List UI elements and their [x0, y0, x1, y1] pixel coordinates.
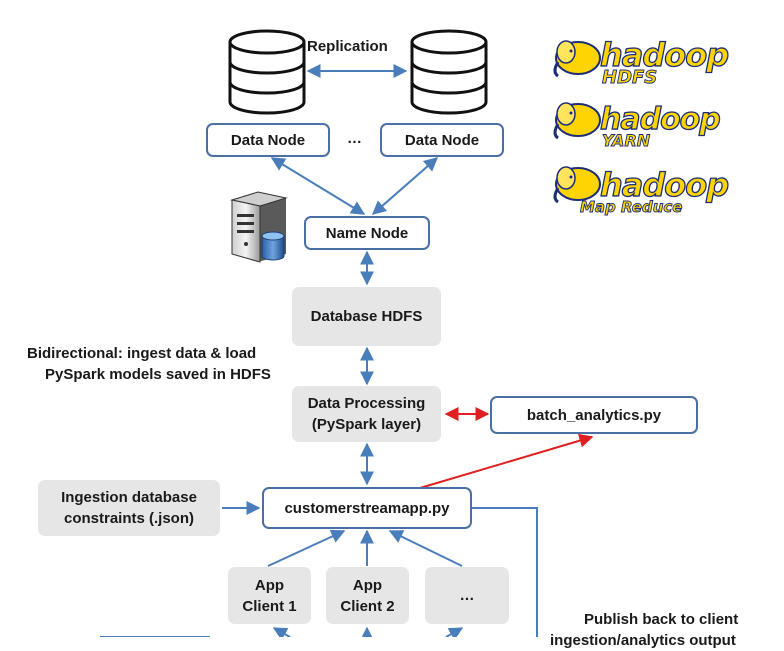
replication-label: Replication — [307, 38, 388, 55]
hadoop-hdfs-logo: hadoop HDFS — [599, 36, 740, 90]
hadoop-elephant-icon-1 — [553, 40, 601, 78]
app-client-2-line2: Client 2 — [340, 597, 395, 615]
app-client-2-line1: App — [352, 576, 383, 594]
hadoop-elephant-icon-2 — [553, 102, 601, 140]
data-node-1: Data Node — [206, 123, 330, 157]
publish-back-path — [472, 507, 538, 637]
hadoop-hdfs-logo-sub: HDFS — [602, 67, 658, 88]
app-client-1: App Client 1 — [228, 567, 311, 624]
app-client-1-line2: Client 1 — [242, 597, 297, 615]
hadoop-yarn-logo-sub: YARN — [602, 131, 651, 150]
arrow-streamapp-batch — [419, 433, 594, 489]
ingestion-line1: Ingestion database — [61, 489, 197, 506]
data-processing-line2: (PySpark layer) — [311, 416, 422, 433]
arrow-clientn-streamapp — [388, 530, 463, 567]
hadoop-yarn-logo-word: hadoop — [599, 102, 721, 137]
ingestion-line2: constraints (.json) — [63, 510, 194, 527]
arrow-datanode2-namenode — [371, 157, 439, 215]
app-client-more: … — [425, 567, 509, 624]
database-icon-left — [228, 29, 306, 115]
hadoop-hdfs-logo-word: hadoop — [599, 36, 729, 74]
data-processing: Data Processing (PySpark layer) — [292, 386, 441, 442]
data-processing-line1: Data Processing — [307, 395, 426, 412]
arrow-client1-streamapp — [267, 529, 346, 567]
data-node-2: Data Node — [380, 123, 504, 157]
publish-note-line1: Publish back to client — [584, 611, 739, 628]
batch-analytics-box: batch_analytics.py — [490, 396, 698, 434]
customerstreamapp-box: customerstreamapp.py — [262, 487, 472, 529]
arrow-bottom-3 — [445, 627, 464, 637]
ingestion-constraints: Ingestion database constraints (.json) — [38, 480, 220, 536]
database-icon-right — [410, 29, 488, 115]
bidirectional-note-line2: PySpark models saved in HDFS — [45, 366, 271, 383]
hadoop-mapreduce-logo-sub: Map Reduce — [580, 198, 683, 217]
app-client-2: App Client 2 — [326, 567, 409, 624]
data-nodes-ellipsis: … — [347, 130, 362, 147]
hadoop-elephant-icon-3 — [553, 166, 601, 204]
publish-note-line2: ingestion/analytics output — [550, 632, 736, 649]
architecture-diagram — [100, 29, 601, 637]
arrow-bottom-1 — [272, 627, 291, 637]
hadoop-mapreduce-logo: hadoop Map Reduce — [580, 166, 750, 220]
name-node: Name Node — [304, 216, 430, 250]
server-icon — [230, 191, 288, 263]
database-hdfs: Database HDFS — [292, 287, 441, 346]
arrow-datanode1-namenode — [270, 157, 366, 215]
hadoop-mapreduce-logo-word: hadoop — [599, 166, 729, 204]
app-client-1-line1: App — [254, 576, 285, 594]
bidirectional-note-line1: Bidirectional: ingest data & load — [27, 345, 257, 362]
hadoop-yarn-logo: hadoop YARN — [599, 102, 740, 152]
